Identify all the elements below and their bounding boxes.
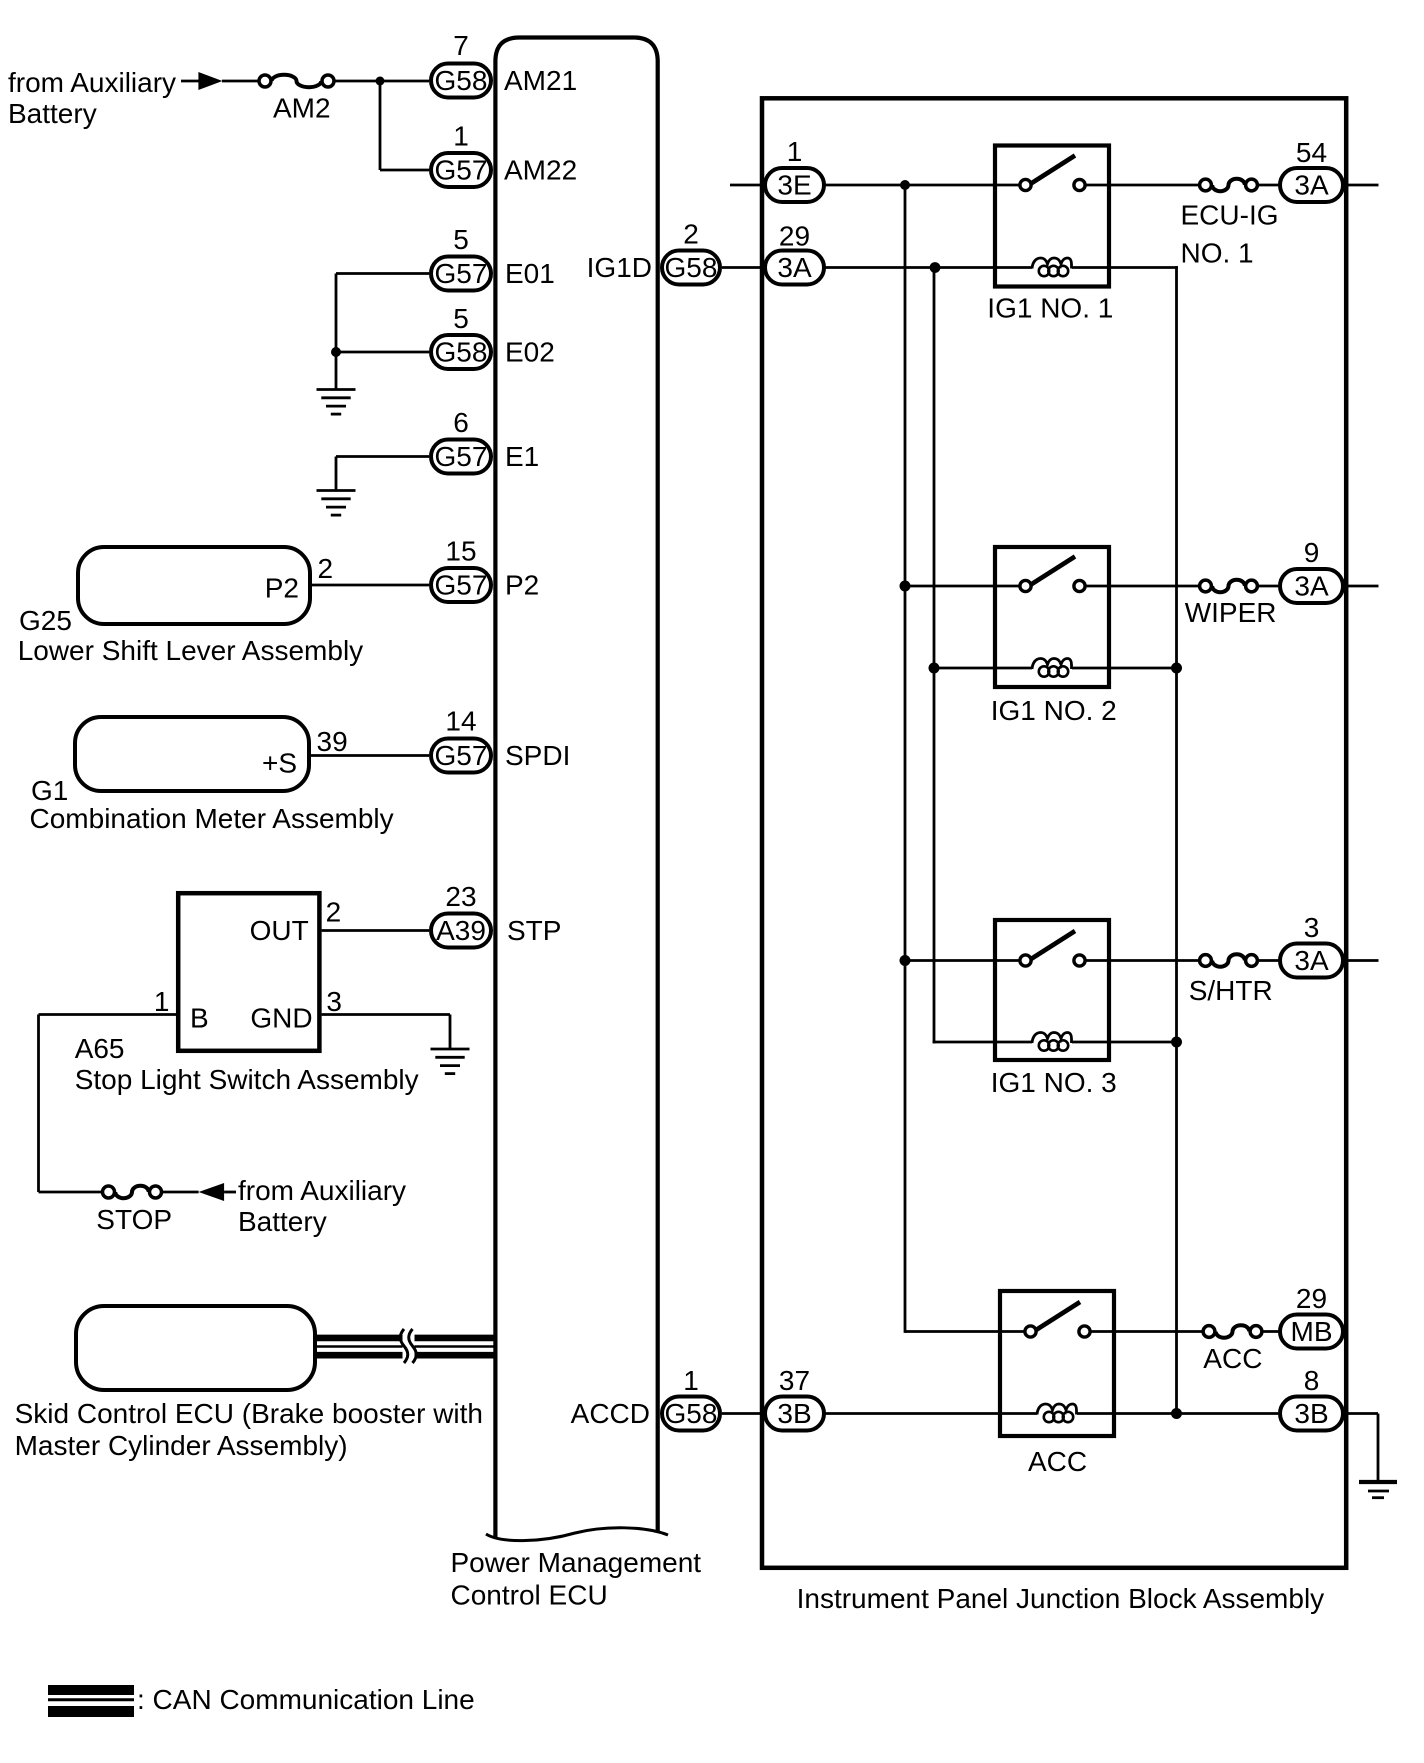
svg-text:WIPER: WIPER (1185, 597, 1277, 628)
svg-text:G25: G25 (19, 605, 72, 636)
svg-text:Combination Meter Assembly: Combination Meter Assembly (30, 803, 394, 834)
svg-text:G57: G57 (435, 155, 488, 186)
svg-text:P2: P2 (265, 573, 299, 604)
svg-text:Power Management: Power Management (451, 1547, 702, 1578)
svg-text:from Auxiliary: from Auxiliary (8, 67, 176, 98)
svg-text:E01: E01 (505, 258, 555, 289)
svg-text:2: 2 (326, 897, 342, 928)
svg-text:5: 5 (453, 303, 469, 334)
svg-text:Lower Shift Lever Assembly: Lower Shift Lever Assembly (18, 635, 364, 666)
svg-text:54: 54 (1296, 137, 1327, 168)
svg-text:MB: MB (1291, 1316, 1333, 1347)
svg-text:3B: 3B (777, 1398, 811, 1429)
svg-text:3: 3 (326, 986, 342, 1017)
svg-text:Battery: Battery (238, 1206, 327, 1237)
svg-text:IG1 NO. 3: IG1 NO. 3 (991, 1067, 1117, 1098)
svg-text:Master Cylinder Assembly): Master Cylinder Assembly) (15, 1430, 348, 1461)
svg-text:OUT: OUT (250, 915, 309, 946)
svg-text:ECU-IG: ECU-IG (1181, 200, 1279, 231)
svg-text:G57: G57 (435, 740, 488, 771)
svg-text:6: 6 (453, 407, 469, 438)
svg-text:Instrument Panel Junction Bloc: Instrument Panel Junction Block Assembly (797, 1583, 1325, 1614)
svg-text:29: 29 (1296, 1283, 1327, 1314)
svg-text:IG1D: IG1D (587, 252, 652, 283)
svg-text:G58: G58 (665, 252, 718, 283)
svg-text:E02: E02 (505, 337, 555, 368)
svg-text:IG1 NO. 2: IG1 NO. 2 (991, 695, 1117, 726)
svg-text:G1: G1 (31, 775, 68, 806)
svg-text:NO. 1: NO. 1 (1181, 238, 1254, 269)
svg-text:14: 14 (445, 706, 476, 737)
svg-text:G58: G58 (435, 337, 488, 368)
svg-text:3: 3 (1304, 912, 1320, 943)
svg-text:: CAN Communication Line: : CAN Communication Line (137, 1684, 475, 1715)
svg-text:8: 8 (1304, 1365, 1320, 1396)
svg-text:G58: G58 (435, 65, 488, 96)
svg-text:3A: 3A (1294, 170, 1329, 201)
svg-text:Battery: Battery (8, 98, 97, 129)
svg-text:7: 7 (453, 30, 469, 61)
svg-text:Skid Control ECU (Brake booste: Skid Control ECU (Brake booster with (15, 1398, 483, 1429)
svg-text:A65: A65 (75, 1033, 125, 1064)
svg-text:G58: G58 (665, 1398, 718, 1429)
svg-text:3A: 3A (1294, 571, 1329, 602)
svg-text:E1: E1 (505, 441, 539, 472)
svg-text:IG1 NO. 1: IG1 NO. 1 (987, 293, 1113, 324)
svg-text:2: 2 (318, 553, 334, 584)
svg-text:AM21: AM21 (504, 65, 577, 96)
svg-text:from Auxiliary: from Auxiliary (238, 1175, 406, 1206)
svg-text:G57: G57 (435, 570, 488, 601)
svg-text:AM22: AM22 (504, 155, 577, 186)
svg-text:Stop Light Switch Assembly: Stop Light Switch Assembly (75, 1064, 419, 1095)
svg-text:G57: G57 (435, 441, 488, 472)
svg-text:1: 1 (453, 121, 469, 152)
svg-text:Control ECU: Control ECU (451, 1580, 608, 1611)
svg-text:1: 1 (683, 1365, 699, 1396)
svg-text:39: 39 (317, 726, 348, 757)
svg-text:29: 29 (779, 221, 810, 252)
svg-text:STP: STP (507, 915, 561, 946)
svg-text:A39: A39 (436, 915, 486, 946)
svg-text:5: 5 (453, 224, 469, 255)
svg-text:15: 15 (445, 536, 476, 567)
svg-text:3A: 3A (1294, 945, 1329, 976)
svg-text:9: 9 (1304, 537, 1320, 568)
svg-text:ACCD: ACCD (571, 1398, 650, 1429)
svg-text:37: 37 (779, 1365, 810, 1396)
svg-text:3E: 3E (777, 170, 811, 201)
svg-text:23: 23 (445, 881, 476, 912)
svg-text:ACC: ACC (1028, 1446, 1087, 1477)
svg-text:SPDI: SPDI (505, 740, 570, 771)
svg-text:B: B (190, 1003, 209, 1034)
svg-text:+S: +S (262, 748, 297, 779)
svg-text:G57: G57 (435, 258, 488, 289)
svg-text:1: 1 (787, 136, 803, 167)
svg-text:3B: 3B (1294, 1398, 1328, 1429)
svg-text:STOP: STOP (96, 1204, 172, 1235)
svg-text:GND: GND (250, 1003, 312, 1034)
svg-text:3A: 3A (777, 252, 812, 283)
svg-text:P2: P2 (505, 570, 539, 601)
svg-text:1: 1 (154, 986, 170, 1017)
svg-text:AM2: AM2 (273, 93, 331, 124)
svg-text:S/HTR: S/HTR (1189, 975, 1273, 1006)
svg-text:2: 2 (683, 219, 699, 250)
svg-text:ACC: ACC (1203, 1343, 1262, 1374)
